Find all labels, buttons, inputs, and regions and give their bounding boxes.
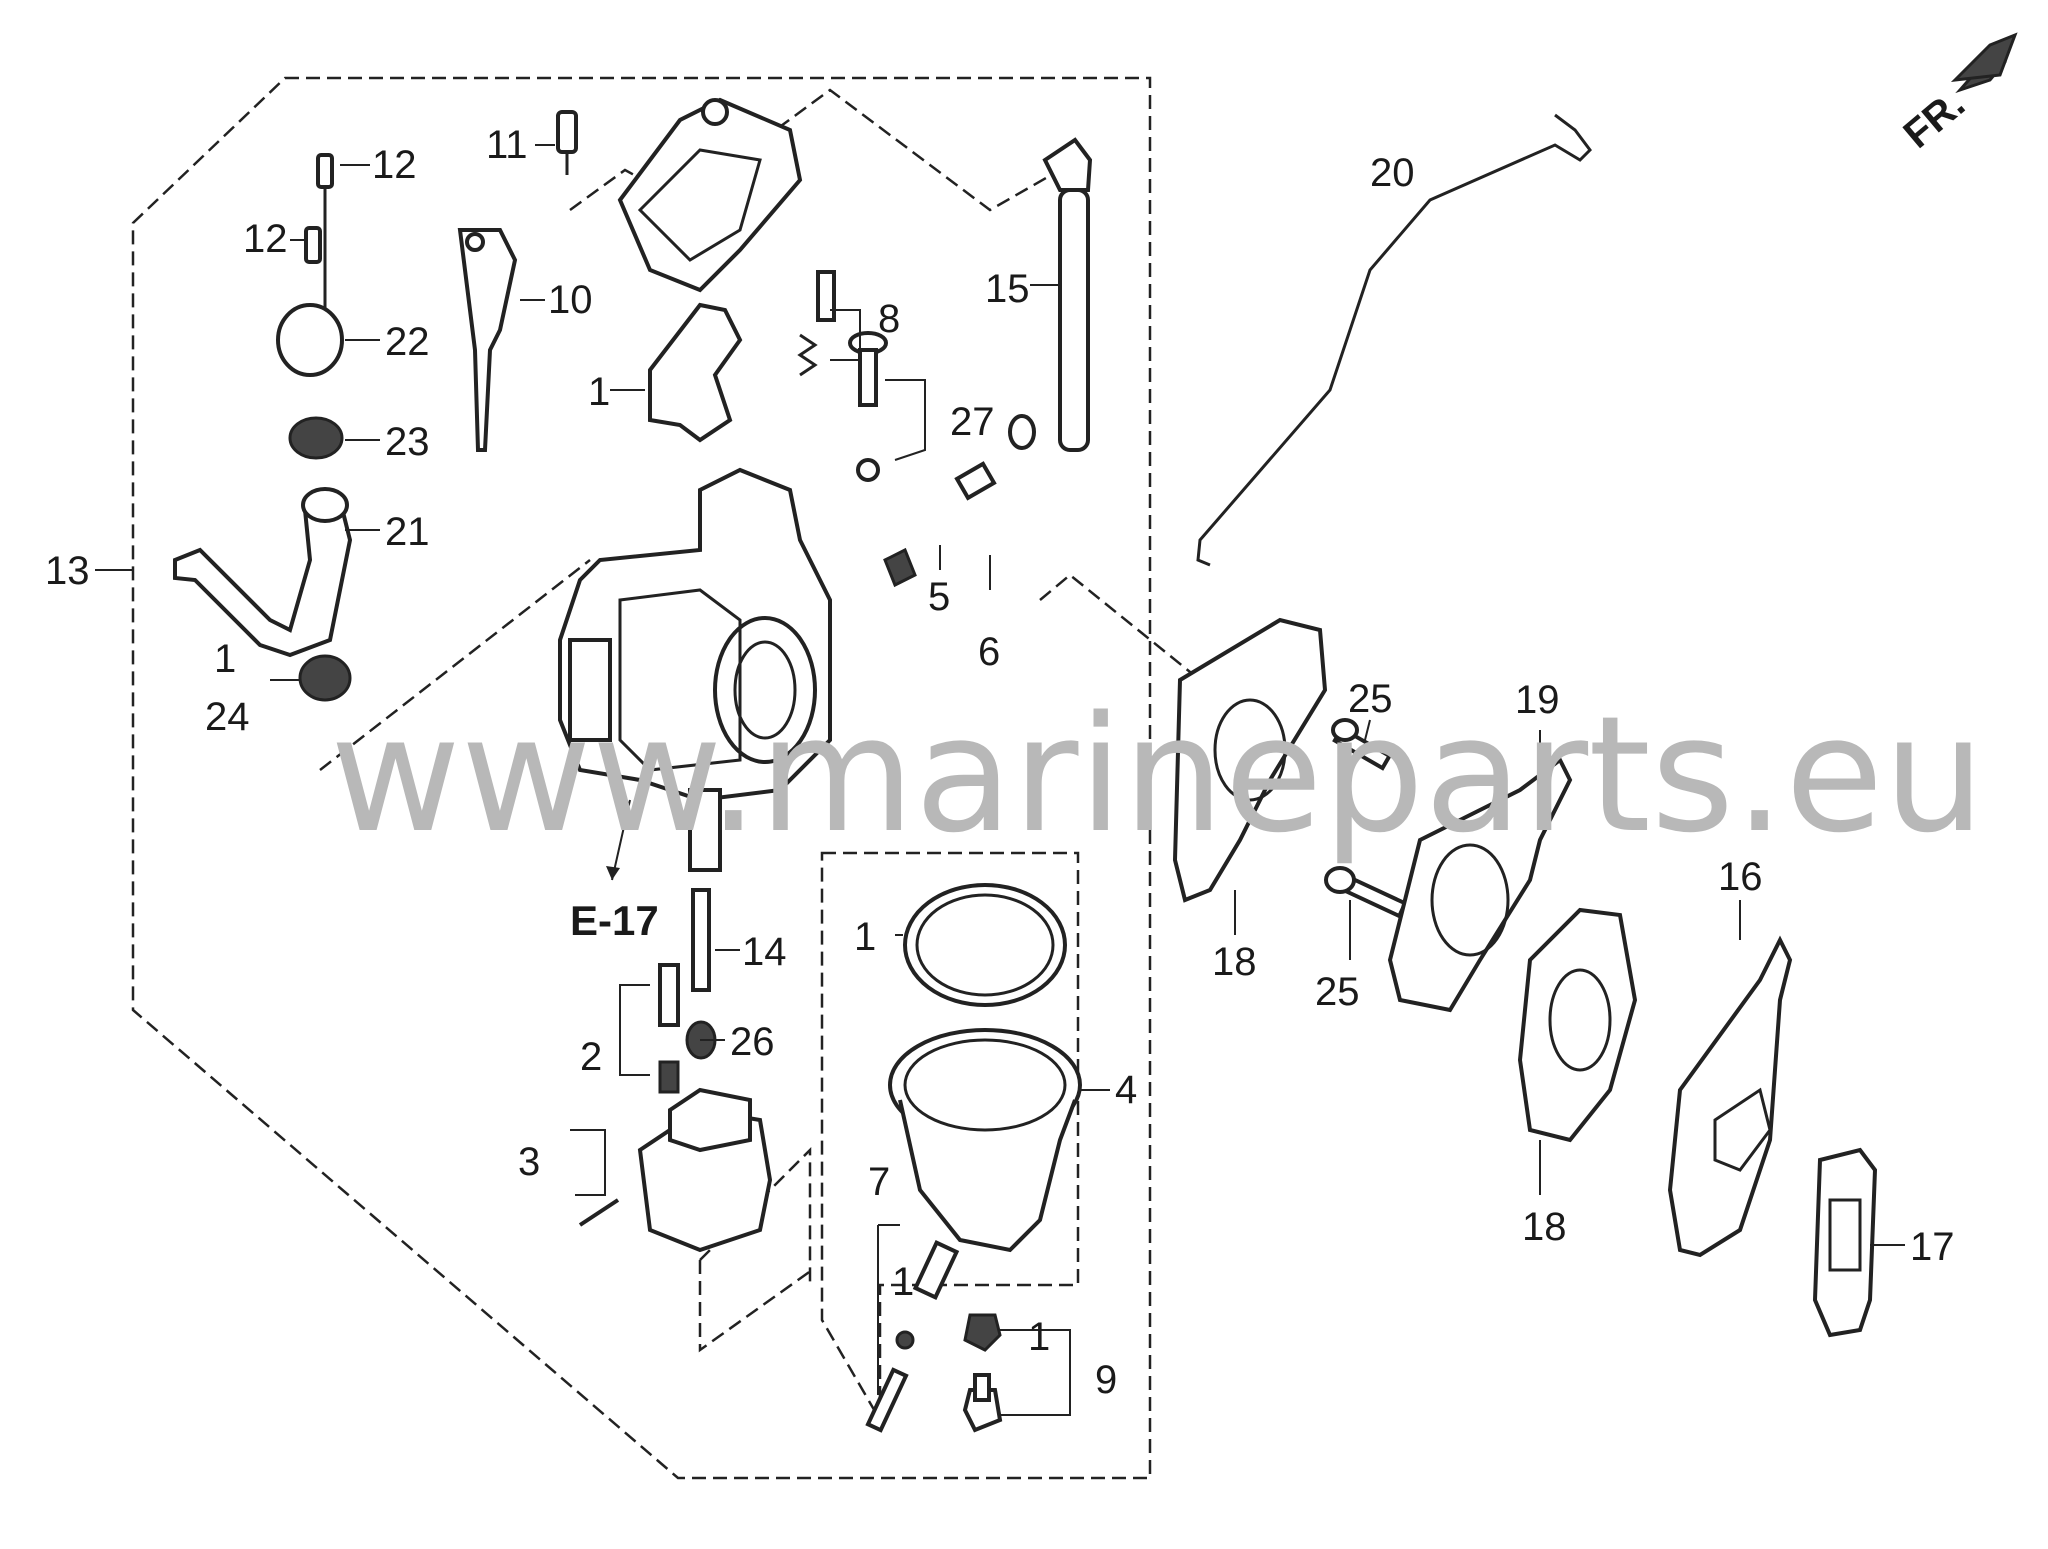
label-8: 8 bbox=[878, 297, 900, 341]
part-2-jet bbox=[658, 963, 680, 1094]
label-23: 23 bbox=[385, 420, 430, 464]
label-2: 2 bbox=[580, 1035, 602, 1079]
fr-label: FR. bbox=[1896, 82, 1974, 157]
part-10-choke-lever bbox=[457, 228, 518, 452]
guide-line-lower-left bbox=[698, 1260, 813, 1353]
carburetor-top-cover bbox=[617, 97, 803, 293]
part-14-main-jet bbox=[685, 888, 717, 1060]
part-7-drain-screw bbox=[865, 1330, 915, 1433]
label-18-upper: 18 bbox=[1212, 940, 1257, 984]
label-6: 6 bbox=[978, 630, 1000, 674]
reference-e17: E-17 bbox=[570, 897, 659, 944]
label-7: 7 bbox=[868, 1160, 890, 1204]
part-15-vent-tube bbox=[1042, 137, 1093, 452]
carburetor-body bbox=[558, 467, 832, 872]
label-22: 22 bbox=[385, 320, 430, 364]
part-22-cam bbox=[276, 303, 344, 377]
label-26: 26 bbox=[730, 1020, 775, 1064]
part-1-gasket-top bbox=[648, 302, 743, 443]
label-27: 27 bbox=[950, 400, 995, 444]
label-14: 14 bbox=[742, 930, 787, 974]
label-1-gasket-top: 1 bbox=[588, 370, 610, 414]
label-12-mid: 12 bbox=[243, 217, 288, 261]
label-24: 24 bbox=[205, 695, 250, 739]
label-15: 15 bbox=[985, 267, 1030, 311]
label-1-lever: 1 bbox=[214, 637, 236, 681]
part-24-nut bbox=[298, 654, 352, 702]
label-3: 3 bbox=[518, 1140, 540, 1184]
part-19-insulator bbox=[1387, 756, 1573, 1013]
watermark: www.marineparts.eu bbox=[330, 681, 1985, 868]
part-17-gasket bbox=[1812, 1147, 1878, 1338]
part-27-screw bbox=[848, 331, 888, 482]
part-5-spring bbox=[883, 461, 997, 588]
part-8-pilot-screw bbox=[797, 270, 836, 377]
float-bowl-boundary bbox=[820, 851, 1080, 1425]
label-1-bowl-gasket: 1 bbox=[854, 915, 876, 959]
part-23-spring bbox=[288, 416, 344, 460]
label-25-upper: 25 bbox=[1348, 677, 1393, 721]
part-21-throttle-lever bbox=[173, 487, 353, 658]
label-25-lower: 25 bbox=[1315, 970, 1360, 1014]
label-5: 5 bbox=[928, 575, 950, 619]
part-4-float-bowl bbox=[888, 1028, 1082, 1300]
part-1-bowl-gasket bbox=[903, 883, 1067, 1007]
part-16-intake-manifold bbox=[1667, 935, 1793, 1258]
front-direction-arrow: FR. bbox=[1896, 32, 2018, 157]
part-12-screws bbox=[304, 153, 334, 330]
guide-line-left bbox=[319, 559, 591, 771]
part-9-bolt bbox=[962, 1313, 1003, 1433]
label-1-drain: 1 bbox=[892, 1260, 914, 1304]
label-12-top: 12 bbox=[372, 143, 417, 187]
label-19: 19 bbox=[1515, 678, 1560, 722]
label-13: 13 bbox=[45, 549, 90, 593]
label-18-lower: 18 bbox=[1522, 1205, 1567, 1249]
label-11: 11 bbox=[486, 123, 528, 167]
guide-line-right bbox=[1039, 573, 1201, 681]
part-3-float bbox=[578, 1087, 773, 1253]
label-4: 4 bbox=[1115, 1068, 1137, 1112]
label-9: 9 bbox=[1095, 1358, 1117, 1402]
part-18-gasket-lower bbox=[1517, 907, 1638, 1143]
part-20-governor-rod bbox=[1196, 113, 1592, 567]
part-6-oring bbox=[1008, 414, 1036, 450]
label-1-bolt: 1 bbox=[1028, 1315, 1050, 1359]
label-17: 17 bbox=[1910, 1225, 1955, 1269]
part-number-labels: 11 12 12 10 22 23 21 13 1 24 1 8 27 15 5… bbox=[45, 123, 1955, 1402]
leader-lines bbox=[95, 144, 1905, 1416]
assembly-boundary-13 bbox=[131, 76, 1152, 1480]
label-10: 10 bbox=[548, 278, 593, 322]
part-11-screw bbox=[556, 110, 578, 175]
label-21: 21 bbox=[385, 510, 430, 554]
part-18-gasket-upper bbox=[1172, 617, 1328, 903]
label-20: 20 bbox=[1370, 151, 1415, 195]
label-16: 16 bbox=[1718, 855, 1763, 899]
